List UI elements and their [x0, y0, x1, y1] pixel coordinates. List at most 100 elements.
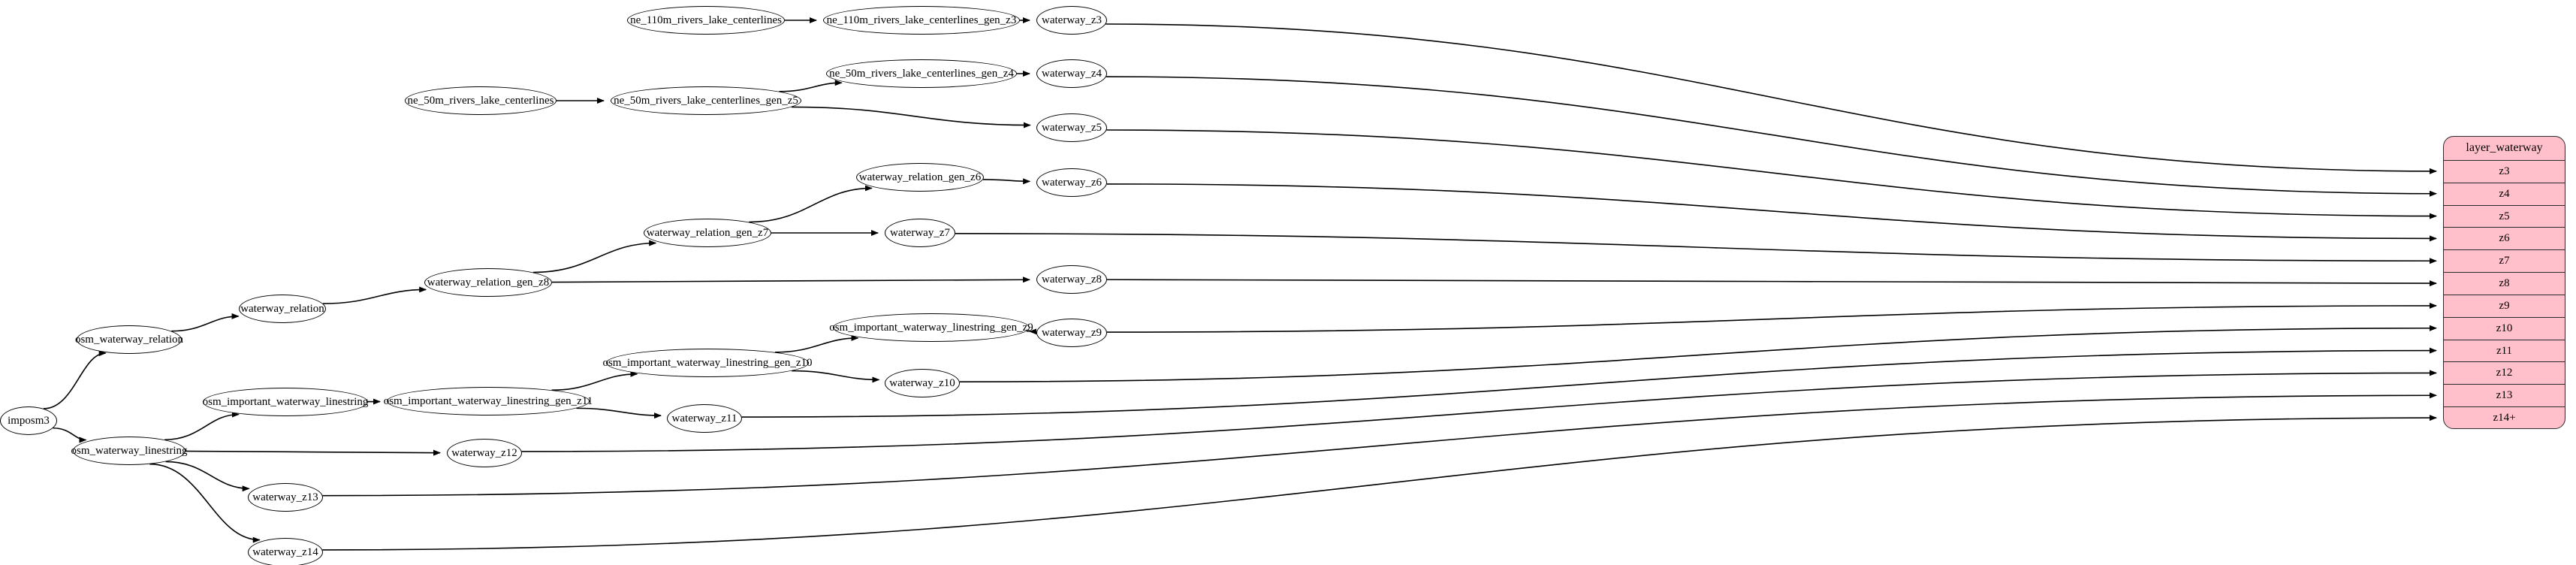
graph-node-label: osm_important_waterway_linestring_gen_z1… — [383, 394, 593, 407]
layer-waterway-row-z9[interactable]: z9 — [2444, 295, 2565, 318]
graph-node-ne_110m_rivers_lake_centerlines_gen_z3[interactable]: ne_110m_rivers_lake_centerlines_gen_z3 — [823, 6, 1020, 35]
graph-edge-waterway_z5-to-layer_waterway_z5 — [1106, 129, 2437, 219]
graph-node-label: waterway_z5 — [1042, 121, 1102, 134]
graph-node-waterway_relation[interactable]: waterway_relation — [239, 295, 326, 323]
graph-edge-osm_waterway_linestring-to-waterway_z13 — [165, 461, 250, 492]
graph-edge-imposm3-to-osm_waterway_linestring — [53, 427, 87, 443]
graph-node-waterway_z8[interactable]: waterway_z8 — [1036, 265, 1107, 294]
graph-edge-waterway_z6-to-layer_waterway_z6 — [1106, 183, 2437, 242]
graph-node-label: waterway_relation — [240, 302, 324, 315]
layer-waterway-row-z14plus[interactable]: z14+ — [2493, 412, 2516, 425]
graph-node-waterway_relation_gen_z7[interactable]: waterway_relation_gen_z7 — [644, 219, 771, 247]
graph-node-label: osm_waterway_relation — [74, 333, 184, 346]
graph-node-label: waterway_z11 — [671, 412, 738, 425]
graph-node-waterway_z10[interactable]: waterway_z10 — [885, 369, 960, 397]
graph-edge-ne_50m_rivers_lake_centerlines_gen_z5-to-ne_50m_rivers_lake_centerlines_gen_z4 — [779, 80, 843, 92]
graph-node-label: waterway_relation_gen_z6 — [858, 171, 982, 183]
graph-node-waterway_z11[interactable]: waterway_z11 — [667, 404, 742, 433]
graph-node-label: waterway_z3 — [1042, 14, 1102, 26]
graph-node-label: waterway_z10 — [889, 376, 955, 389]
graph-node-osm_waterway_linestring[interactable]: osm_waterway_linestring — [71, 437, 188, 465]
graph-node-waterway_z12[interactable]: waterway_z12 — [447, 439, 522, 467]
layer-waterway-row-z6[interactable]: z6 — [2444, 228, 2565, 251]
graph-node-osm_important_waterway_linestring_gen_z10[interactable]: osm_important_waterway_linestring_gen_z1… — [602, 349, 813, 377]
layer-waterway-row-z8[interactable]: z8 — [2444, 273, 2565, 295]
graph-node-label: waterway_z8 — [1042, 273, 1102, 286]
graph-node-waterway_relation_gen_z8[interactable]: waterway_relation_gen_z8 — [424, 268, 552, 297]
graph-edge-osm_important_waterway_linestring_gen_z11-to-osm_important_waterway_linestring_gen_z10 — [551, 370, 638, 391]
graph-node-imposm3[interactable]: imposm3 — [0, 406, 57, 435]
graph-node-waterway_z4[interactable]: waterway_z4 — [1036, 59, 1107, 88]
graph-edge-osm_waterway_linestring-to-waterway_z14 — [149, 463, 261, 543]
graph-edge-waterway_z9-to-layer_waterway_z9 — [1106, 302, 2437, 333]
graph-node-ne_50m_rivers_lake_centerlines_gen_z4[interactable]: ne_50m_rivers_lake_centerlines_gen_z4 — [826, 59, 1017, 88]
graph-edge-osm_important_waterway_linestring_gen_z11-to-waterway_z11 — [576, 407, 662, 419]
graph-edge-waterway_z4-to-layer_waterway_z4 — [1106, 76, 2437, 197]
layer-waterway-row-z11[interactable]: z11 — [2444, 340, 2565, 363]
graph-node-waterway_z3[interactable]: waterway_z3 — [1036, 6, 1107, 35]
graph-edge-waterway_relation_gen_z8-to-waterway_relation_gen_z7 — [532, 240, 657, 273]
graph-node-waterway_z7[interactable]: waterway_z7 — [885, 219, 955, 247]
graph-node-osm_important_waterway_linestring_gen_z9[interactable]: osm_important_waterway_linestring_gen_z9 — [829, 313, 1033, 342]
graph-node-label: osm_important_waterway_linestring_gen_z9 — [829, 321, 1033, 334]
layer-waterway-row-z12[interactable]: z12 — [2444, 362, 2565, 385]
layer-waterway-row-z7[interactable]: z7 — [2444, 250, 2565, 273]
graph-node-label: waterway_z6 — [1042, 176, 1102, 189]
graph-edge-waterway_z13-to-layer_waterway_z13 — [322, 392, 2437, 497]
graph-node-waterway_z14[interactable]: waterway_z14 — [248, 538, 323, 565]
graph-node-label: waterway_z14 — [252, 545, 318, 558]
graph-node-label: ne_50m_rivers_lake_centerlines_gen_z4 — [829, 67, 1014, 80]
graph-edge-waterway_relation_gen_z6-to-waterway_z6 — [982, 178, 1031, 185]
graph-edge-osm_waterway_linestring-to-osm_important_waterway_linestring — [164, 411, 240, 441]
graph-node-label: imposm3 — [8, 414, 50, 427]
graph-node-label: osm_important_waterway_linestring_gen_z1… — [602, 356, 813, 369]
graph-node-label: waterway_z13 — [252, 491, 318, 503]
graph-node-label: waterway_z4 — [1042, 67, 1102, 80]
graph-edge-waterway_z14-to-layer_waterway_z14_ — [322, 415, 2437, 551]
graph-edge-osm_important_waterway_linestring_gen_z9-to-waterway_z9 — [1026, 328, 1037, 335]
graph-node-label: osm_waterway_linestring — [71, 444, 188, 457]
layer-waterway-table-header: layer_waterway — [2444, 137, 2565, 161]
graph-node-label: waterway_z9 — [1042, 326, 1102, 339]
layer-waterway-row-z13[interactable]: z13 — [2444, 385, 2565, 408]
graph-edge-imposm3-to-osm_waterway_relation — [44, 350, 107, 409]
layer-waterway-row-z3[interactable]: z3 — [2444, 161, 2565, 183]
graph-node-waterway_relation_gen_z6[interactable]: waterway_relation_gen_z6 — [856, 163, 984, 192]
graph-edge-waterway_z11-to-layer_waterway_z11 — [741, 347, 2437, 418]
graph-node-label: ne_110m_rivers_lake_centerlines_gen_z3 — [826, 14, 1017, 26]
graph-node-osm_important_waterway_linestring[interactable]: osm_important_waterway_linestring — [203, 388, 368, 416]
graph-node-label: waterway_z12 — [451, 446, 517, 459]
graph-node-ne_110m_rivers_lake_centerlines[interactable]: ne_110m_rivers_lake_centerlines — [627, 6, 785, 35]
layer-waterway-row-z4[interactable]: z4 — [2444, 183, 2565, 206]
graph-node-label: waterway_relation_gen_z8 — [427, 276, 550, 289]
graph-node-label: ne_50m_rivers_lake_centerlines_gen_z5 — [614, 94, 798, 107]
graph-edge-osm_waterway_relation-to-waterway_relation — [171, 313, 240, 332]
graph-edge-waterway_relation_gen_z8-to-waterway_z8 — [551, 276, 1030, 283]
graph-edge-osm_important_waterway_linestring_gen_z10-to-osm_important_waterway_linestring_gen_z9 — [774, 334, 859, 353]
graph-node-waterway_z13[interactable]: waterway_z13 — [248, 483, 323, 512]
layer-waterway-row-z10[interactable]: z10 — [2444, 318, 2565, 340]
graph-edge-osm_important_waterway_linestring_gen_z10-to-waterway_z10 — [792, 370, 880, 383]
graph-node-ne_50m_rivers_lake_centerlines[interactable]: ne_50m_rivers_lake_centerlines — [405, 86, 557, 115]
layer-waterway-row-z5[interactable]: z5 — [2444, 206, 2565, 228]
graph-node-osm_important_waterway_linestring_gen_z11[interactable]: osm_important_waterway_linestring_gen_z1… — [383, 387, 593, 415]
graph-edge-waterway_z8-to-layer_waterway_z8 — [1106, 279, 2437, 287]
graph-edge-waterway_z12-to-layer_waterway_z12 — [521, 370, 2437, 452]
graph-node-label: osm_important_waterway_linestring — [202, 395, 369, 408]
graph-node-waterway_z6[interactable]: waterway_z6 — [1036, 168, 1107, 197]
graph-node-waterway_z5[interactable]: waterway_z5 — [1036, 113, 1107, 142]
graph-edge-waterway_z3-to-layer_waterway_z3 — [1106, 23, 2437, 174]
graph-node-label: ne_110m_rivers_lake_centerlines — [630, 14, 782, 26]
graph-edge-osm_waterway_linestring-to-waterway_z12 — [185, 449, 442, 456]
graph-node-label: ne_50m_rivers_lake_centerlines — [407, 94, 554, 107]
graph-node-osm_waterway_relation[interactable]: osm_waterway_relation — [74, 325, 184, 354]
graph-node-label: waterway_relation_gen_z7 — [646, 226, 769, 239]
graph-edge-waterway_z10-to-layer_waterway_z10 — [959, 325, 2437, 382]
graph-edge-waterway_z7-to-layer_waterway_z7 — [955, 233, 2437, 264]
graph-node-waterway_z9[interactable]: waterway_z9 — [1036, 319, 1107, 347]
graph-node-ne_50m_rivers_lake_centerlines_gen_z5[interactable]: ne_50m_rivers_lake_centerlines_gen_z5 — [611, 86, 801, 115]
graph-edge-ne_50m_rivers_lake_centerlines_gen_z5-to-waterway_z5 — [791, 106, 1031, 128]
